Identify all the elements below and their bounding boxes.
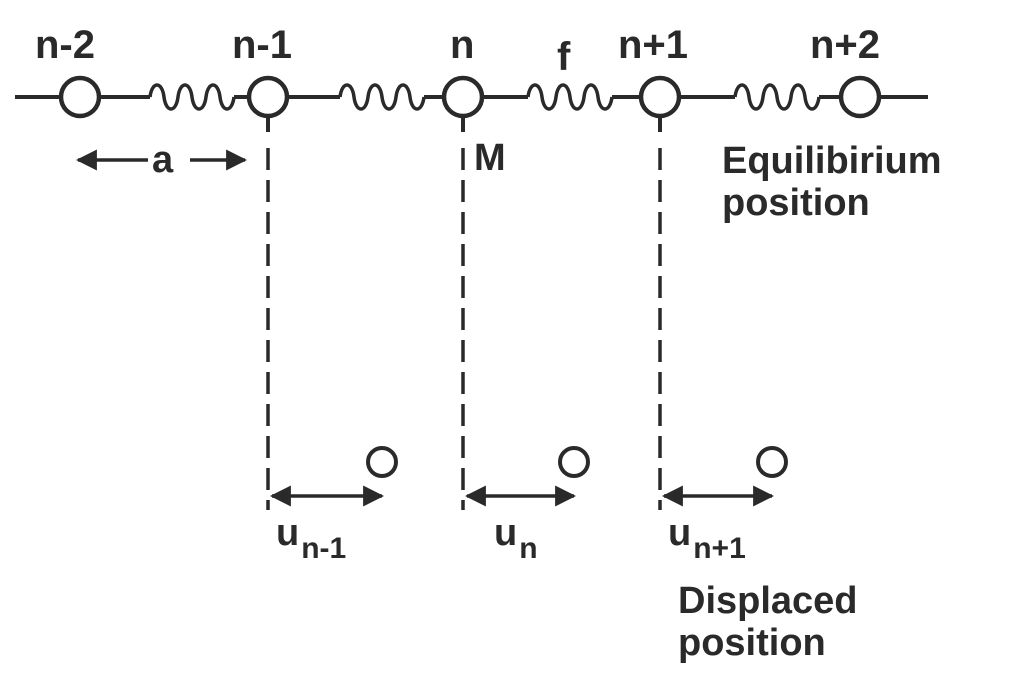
atom-label-n: n [450, 23, 474, 67]
mass-label: M [474, 137, 506, 179]
displaced-label-line2: position [678, 622, 826, 664]
equilibrium-label-line1: Equilibirium [722, 140, 942, 182]
atom-label-n-minus-1: n-1 [232, 23, 292, 67]
displaced-label-line1: Displaced [678, 580, 858, 622]
spring-1 [148, 83, 236, 111]
atom-label-n-minus-2: n-2 [35, 23, 95, 67]
equilibrium-label-line2: position [722, 182, 870, 224]
atom-n [441, 75, 485, 119]
displacement-label-n: un [494, 512, 538, 565]
spring-constant-label: f [557, 35, 571, 79]
displaced-atom-n-plus-1 [756, 446, 788, 478]
atom-label-n-plus-1: n+1 [618, 23, 688, 67]
spring-3 [526, 83, 614, 111]
displaced-atom-n-minus-1 [366, 446, 398, 478]
atom-n-minus-2 [58, 75, 102, 119]
displacement-label-n-minus-1: un-1 [276, 512, 346, 565]
atom-n-minus-1 [246, 75, 290, 119]
spacing-label: a [152, 139, 174, 181]
atom-label-n-plus-2: n+2 [810, 23, 880, 67]
spring-2 [338, 83, 426, 111]
springs [100, 83, 840, 111]
atom-n-plus-1 [638, 75, 682, 119]
displaced-atom-n [558, 446, 590, 478]
displacement-label-n-plus-1: un+1 [668, 512, 746, 565]
atom-n-plus-2 [838, 75, 882, 119]
spring-4 [733, 83, 821, 111]
